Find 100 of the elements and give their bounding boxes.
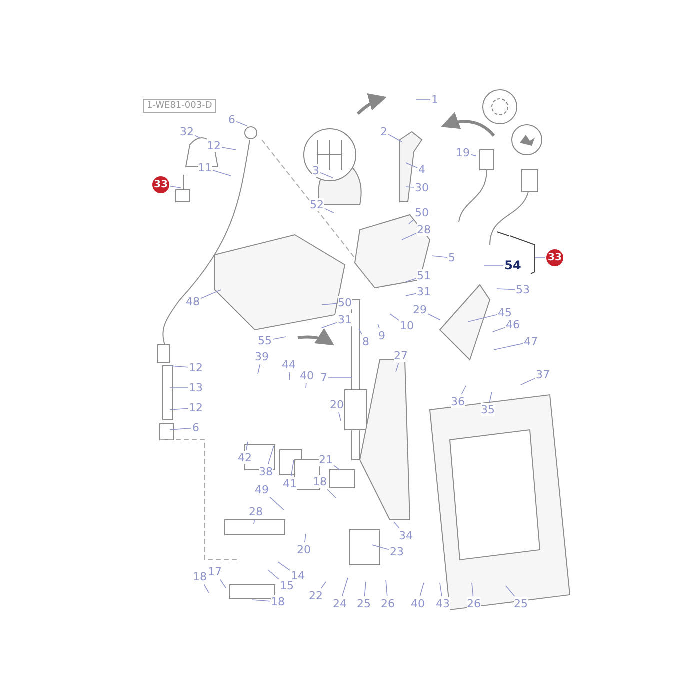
callout-number: 10: [400, 320, 414, 332]
callout-number: 3: [312, 164, 320, 178]
leader-line: [358, 328, 362, 335]
leader-line: [220, 579, 226, 588]
callout-number: 25: [357, 598, 371, 610]
leader-line: [338, 412, 342, 422]
leader-line: [334, 465, 340, 470]
leader-line: [390, 314, 400, 321]
leader-line: [204, 584, 210, 594]
callout-number: 1: [432, 94, 438, 106]
leader-line: [170, 428, 192, 430]
callout-number: 11: [198, 162, 212, 174]
leader-line: [322, 303, 338, 306]
callout-number: 36: [451, 396, 465, 408]
callout-number: 31: [417, 286, 431, 298]
leader-line: [212, 170, 232, 176]
callout-number: 19: [456, 146, 470, 160]
leader-line: [290, 460, 294, 477]
callout-number: 2: [380, 126, 388, 138]
callout-number: 37: [536, 368, 550, 382]
callout-number: 41: [283, 478, 297, 490]
callout-number: 15: [280, 580, 294, 592]
leader-line: [236, 121, 248, 126]
callout-number: 31: [338, 314, 352, 326]
leader-line: [322, 322, 338, 328]
leader-line: [200, 290, 222, 299]
callout-number: 23: [390, 546, 404, 558]
leader-line: [494, 343, 524, 350]
leader-line: [272, 336, 286, 340]
callout-number: 51: [417, 270, 431, 282]
leader-line: [492, 327, 506, 332]
leader-line: [320, 172, 334, 178]
leader-line: [440, 582, 442, 597]
leader-line: [402, 233, 416, 240]
leader-line: [258, 364, 261, 374]
callout-number: 14: [291, 570, 305, 582]
leader-line: [170, 366, 188, 368]
leader-line: [496, 288, 516, 290]
leader-line: [420, 582, 424, 597]
callout-number: 6: [228, 114, 236, 126]
leader-line: [321, 582, 326, 589]
leader-line: [468, 314, 498, 322]
callout-number: 55: [258, 334, 272, 348]
callout-number: 47: [524, 336, 538, 348]
leader-line: [252, 600, 270, 602]
leader-line: [246, 442, 248, 451]
leader-line: [364, 582, 366, 597]
callout-number: 29: [413, 304, 427, 316]
leader-line: [270, 496, 284, 510]
leader-line: [327, 489, 336, 498]
callout-number: 12: [189, 362, 203, 374]
leader-line: [396, 363, 400, 372]
leader-line: [406, 162, 418, 168]
leader-line: [304, 534, 306, 543]
leader-line: [406, 293, 416, 296]
leader-line: [170, 186, 182, 188]
callout-number: 26: [381, 598, 395, 610]
leader-line: [278, 562, 290, 571]
leader-line: [506, 586, 516, 597]
callout-number: 34: [399, 530, 413, 542]
callout-number: 54: [504, 260, 522, 272]
callout-number: 5: [448, 252, 456, 264]
leader-line: [489, 392, 492, 403]
callout-number: 18: [271, 596, 285, 608]
callout-number: 13: [189, 382, 203, 394]
callout-number: 18: [193, 570, 207, 584]
callout-number: 4: [418, 164, 426, 176]
leader-line: [194, 135, 200, 138]
callout-number: 20: [297, 544, 311, 556]
callout-number: 38: [259, 466, 273, 478]
callout-number: 52: [310, 198, 324, 212]
leader-line: [386, 580, 388, 597]
reference-code: 1-WE81-003-D: [143, 99, 216, 113]
callout-number: 6: [192, 422, 200, 434]
callout-number: 7: [320, 372, 328, 384]
callout-number: 8: [362, 336, 370, 348]
leader-line: [372, 544, 390, 550]
leader-line: [406, 186, 414, 188]
leader-line: [268, 446, 274, 465]
leader-line: [520, 378, 536, 386]
callout-number: 28: [417, 224, 431, 236]
leader-line: [324, 208, 334, 214]
callout-number: 46: [506, 318, 520, 332]
callout-number: 26: [467, 598, 481, 610]
callout-number: 48: [186, 296, 200, 308]
leader-line: [470, 154, 476, 156]
callout-number: 39: [255, 350, 269, 364]
callout-number: 27: [394, 350, 408, 362]
callout-number: 18: [313, 476, 327, 488]
callout-number: 49: [255, 484, 269, 496]
leader-line: [406, 278, 416, 282]
callout-badge: 33: [152, 176, 170, 194]
leader-line: [388, 134, 402, 142]
callout-number: 43: [436, 598, 450, 610]
leader-line: [268, 570, 280, 580]
leader-line: [222, 147, 236, 150]
callout-number: 44: [282, 358, 296, 372]
callout-number: 32: [180, 126, 194, 138]
callout-number: 21: [319, 454, 333, 466]
callout-number: 12: [189, 402, 203, 414]
